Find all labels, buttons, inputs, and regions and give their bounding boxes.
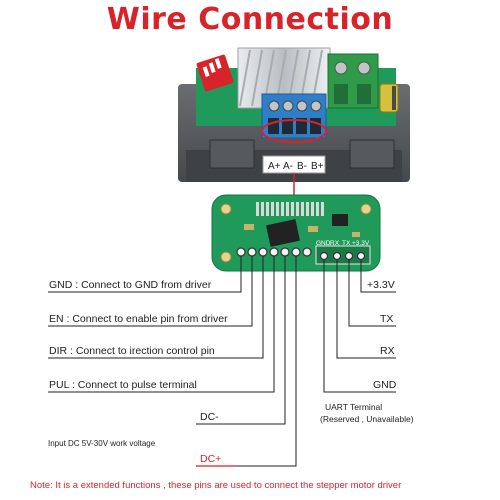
microcontroller-chip: [266, 219, 300, 247]
label-dc-plus: DC+: [200, 453, 221, 465]
terminal-label-a-plus: A+: [268, 161, 281, 172]
label-rx: RX: [380, 345, 395, 357]
label-tx: TX: [380, 313, 393, 325]
smd-part: [244, 224, 254, 230]
label-uart-sub: (Reserved , Unavailable): [320, 414, 414, 424]
power-terminal-block: [327, 53, 379, 109]
leader-v33: [360, 260, 396, 293]
capacitor: [379, 83, 399, 113]
label-gnd-uart: GND: [373, 379, 397, 391]
uart-header-box: [315, 245, 371, 265]
note-text: It is a extended functions , these pins …: [53, 480, 402, 491]
dip-switch: [196, 54, 234, 92]
uart-header-holes: [319, 251, 366, 261]
leader-tx: [348, 260, 396, 327]
smd-part: [308, 226, 318, 232]
label-en: EN : Connect to enable pin from driver: [49, 313, 228, 325]
motor-terminal-block: [261, 93, 327, 139]
header-pin-rx: RX: [330, 240, 340, 247]
right-window: [349, 139, 395, 169]
terminal-label-b-plus: B+: [311, 161, 324, 172]
terminal-highlight: [261, 119, 327, 143]
header-pin-v33: +3.3V: [352, 240, 370, 247]
display-header-pads: [256, 202, 324, 216]
label-input-dc: Input DC 5V-30V work voltage: [48, 439, 156, 448]
leader-gnd-uart: [323, 260, 396, 393]
footer-note: Note: It is a extended functions , these…: [30, 480, 401, 491]
leader-dir: [48, 256, 264, 359]
leader-pul: [48, 256, 275, 393]
control-board: GND RX TX +3.3V: [211, 194, 381, 272]
header-pin-gnd: GND: [316, 240, 331, 247]
header-pin-tx: TX: [342, 240, 351, 247]
label-dir: DIR : Connect to irection control pin: [49, 345, 215, 357]
label-dc-minus: DC-: [200, 411, 219, 423]
terminal-label-b-minus: B-: [297, 161, 307, 172]
leader-gnd: [48, 256, 242, 293]
terminal-label-a-minus: A-: [283, 161, 293, 172]
label-gnd: GND : Connect to GND from driver: [49, 279, 212, 291]
leader-dc-minus: [196, 256, 286, 425]
leader-rx: [336, 260, 396, 359]
smd-part: [352, 232, 360, 237]
leader-en: [48, 256, 253, 327]
controller-module: A+ A- B- B+: [178, 47, 410, 182]
page-title: Wire Connection: [106, 2, 394, 37]
label-v33: +3.3V: [367, 279, 395, 291]
left-window: [209, 139, 255, 169]
note-prefix: Note:: [30, 480, 53, 491]
small-chip: [332, 214, 348, 226]
label-pul: PUL : Connect to pulse terminal: [49, 379, 197, 391]
label-uart-title: UART Terminal: [325, 402, 382, 412]
